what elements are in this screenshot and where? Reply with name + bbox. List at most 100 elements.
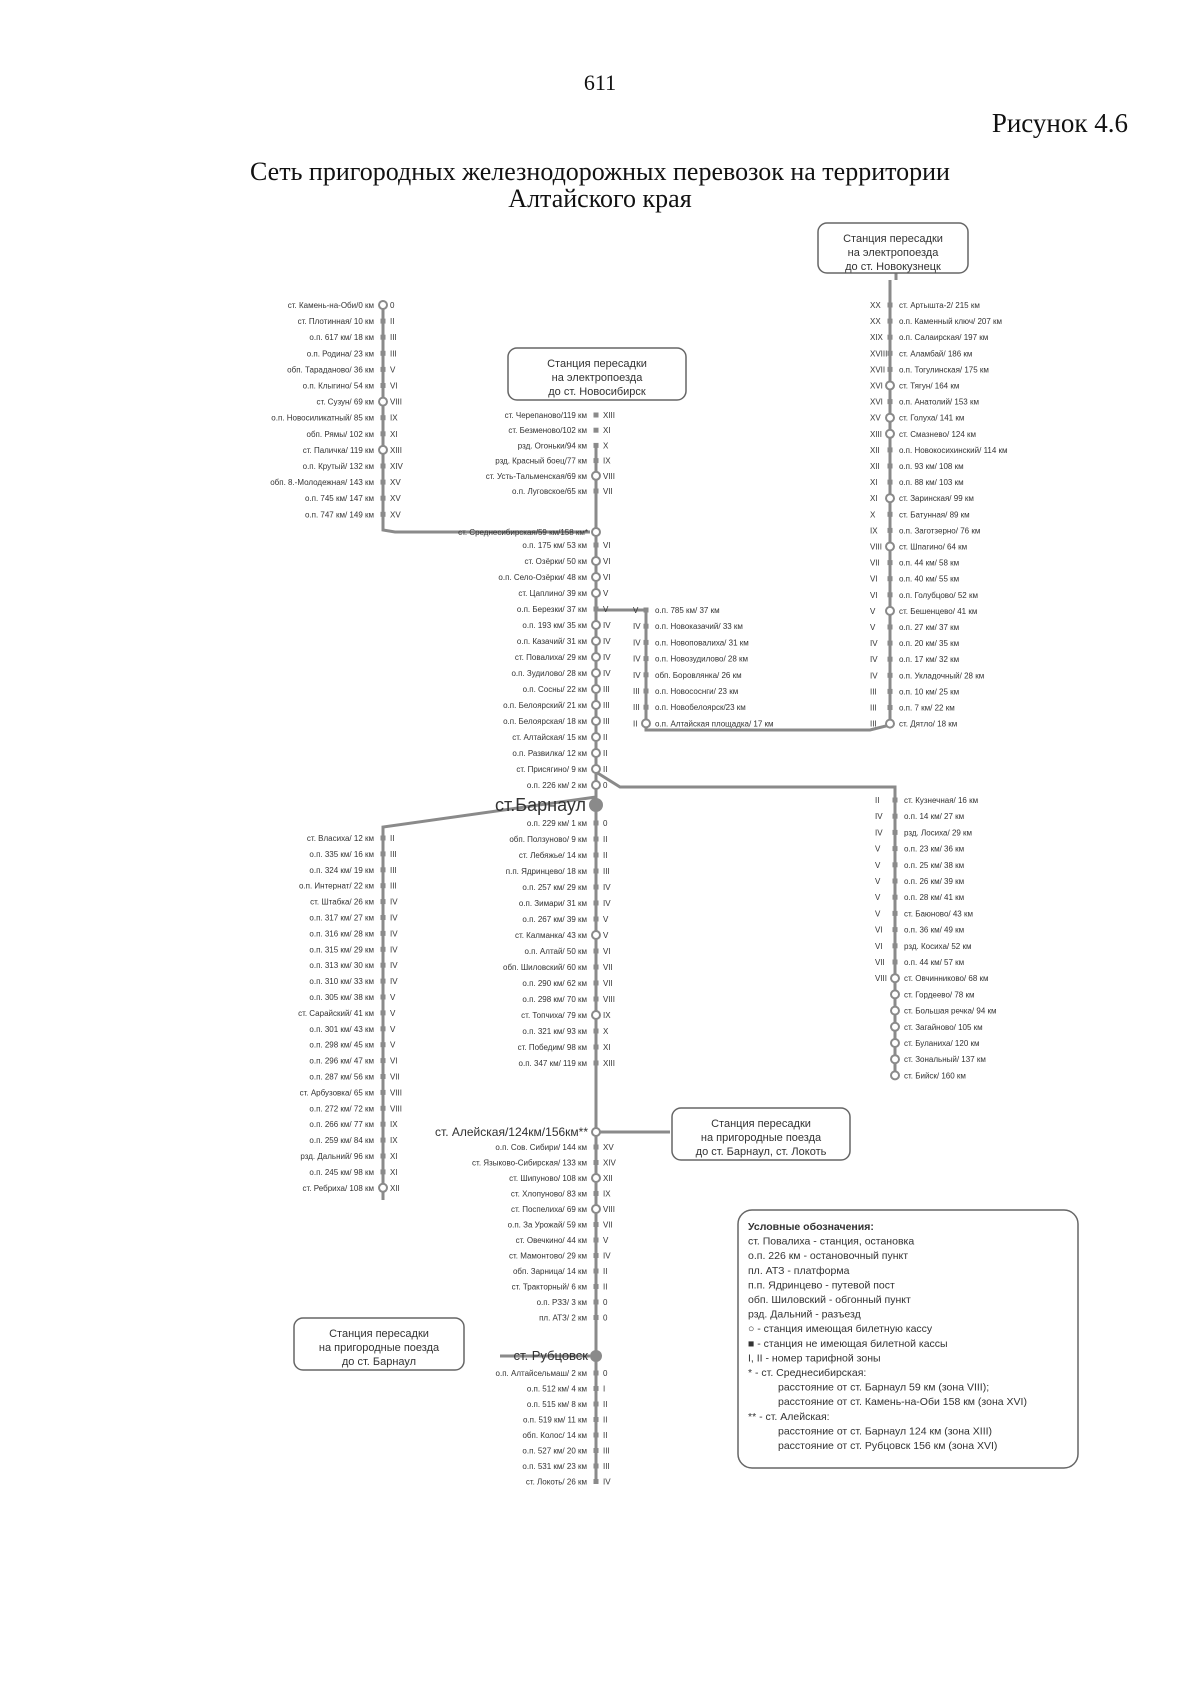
trunk_north-station-marker	[591, 684, 601, 694]
rubtsovsk_north-zone-label: 0	[603, 1314, 608, 1323]
trunk_north-station-marker	[591, 748, 601, 758]
cherepanovo-station-marker	[593, 458, 599, 464]
rebrikha-station-label: о.п. 266 км/ 77 км	[309, 1120, 374, 1129]
artyshta-zone-label: XX	[870, 317, 881, 326]
artyshta-station-label: ст. Батунная/ 89 км	[899, 510, 970, 519]
biysk-station-label: о.п. 28 км/ 41 км	[904, 893, 964, 902]
aleysk-station-marker	[593, 948, 599, 954]
kamen-zone-label: XV	[390, 494, 401, 503]
rebrikha-station-marker	[380, 1105, 386, 1111]
rebrikha-zone-label: IV	[390, 961, 398, 970]
biysk-station-label: рзд. Лосиха/ 29 км	[904, 828, 972, 837]
aleysk-station-marker	[593, 852, 599, 858]
lokot-station-marker	[593, 1479, 599, 1484]
artyshta-zone-label: VII	[870, 559, 880, 568]
barnaul-hub-label: ст.Барнаул	[495, 795, 586, 815]
artyshta-station-marker	[885, 428, 895, 439]
legend-line: о.п. 226 км - остановочный пункт	[748, 1250, 908, 1262]
kamen-station-marker	[380, 366, 386, 372]
artyshta-zone-label: III	[870, 687, 877, 696]
novokuznetsk-transfer-box-text: на электропоезда	[848, 247, 940, 259]
kamen-zone-label: III	[390, 333, 397, 342]
biysk-station-label: ст. Зональный/ 137 км	[904, 1055, 986, 1064]
lokot-zone-label: 0	[603, 1369, 608, 1378]
rubtsovsk_north-station-label: пл. АТЗ/ 2 км	[539, 1314, 587, 1323]
rubtsovsk_north-station-marker	[591, 1173, 601, 1183]
aleyskaya-hub-label: ст. Алейская/124км/156км**	[435, 1125, 588, 1139]
ploshchadka-zone-label: IV	[633, 622, 641, 631]
trunk_north-zone-label: IV	[603, 621, 611, 630]
biysk-zone-label: V	[875, 893, 881, 902]
rubtsovsk_north-station-marker	[593, 1268, 599, 1274]
legend-line: расстояние от ст. Рубцовск 156 км (зона …	[778, 1440, 997, 1452]
aleysk-zone-label: IV	[603, 899, 611, 908]
legend-box	[737, 1209, 1079, 1469]
rebrikha-station-label: ст. Штабка/ 26 км	[310, 898, 374, 907]
aleysk-station-marker	[593, 836, 599, 842]
biysk-station-marker	[892, 910, 898, 916]
artyshta-station-marker	[885, 380, 895, 391]
rubtsovsk_north-zone-label: II	[603, 1283, 607, 1292]
lokot-zone-label: I	[603, 1385, 605, 1394]
kamen-station-marker	[378, 396, 388, 407]
biysk-zone-label: V	[875, 845, 881, 854]
trunk_north-station-marker	[593, 606, 599, 612]
aleysk-station-label: ст. Лебяжье/ 14 км	[519, 851, 587, 860]
cherepanovo-station-label: рзд. Красный боец/77 км	[495, 457, 587, 466]
rebrikha-station-label: о.п. 316 км/ 28 км	[309, 929, 374, 938]
rebrikha-station-marker	[380, 1153, 386, 1159]
kamen-station-marker	[380, 511, 386, 517]
artyshta-station-label: ст. Голуха/ 141 км	[899, 414, 964, 423]
artyshta-station-marker	[887, 479, 893, 485]
kamen-station-label: о.п. 745 км/ 147 км	[305, 494, 374, 503]
artyshta-zone-label: XVII	[870, 365, 885, 374]
artyshta-station-label: о.п. 88 км/ 103 км	[899, 478, 964, 487]
artyshta-station-marker	[887, 447, 893, 453]
novosibirsk-transfer-box-text: на электропоезда	[552, 372, 644, 384]
trunk_north-station-label: о.п. Белоярский/ 21 км	[503, 701, 587, 710]
aleysk-station-marker	[593, 916, 599, 922]
biysk-line	[595, 770, 897, 1075]
aleysk-station-label: обп. Шиловский/ 60 км	[503, 963, 587, 972]
artyshta-zone-label: IV	[870, 655, 878, 664]
rebrikha-station-label: о.п. 245 км/ 98 км	[309, 1168, 374, 1177]
rebrikha-station-label: о.п. 305 км/ 38 км	[309, 993, 374, 1002]
aleysk-station-marker	[593, 868, 599, 874]
kamen-zone-label: XV	[390, 510, 401, 519]
artyshta-station-label: о.п. 7 км/ 22 км	[899, 704, 955, 713]
ploshchadka-zone-label: IV	[633, 671, 641, 680]
lokot-station-marker	[593, 1463, 599, 1469]
aleysk-station-label: п.п. Ядринцево/ 18 км	[506, 867, 587, 876]
rebrikha-station-label: рзд. Дальний/ 96 км	[300, 1152, 374, 1161]
trunk_north-station-label: о.п. 226 км/ 2 км	[527, 781, 587, 790]
legend-line: ■ - станция не имеющая билетной кассы	[748, 1338, 948, 1350]
rebrikha-zone-label: V	[390, 1041, 396, 1050]
trunk_north-station-label: о.п. Сосны/ 22 км	[523, 685, 587, 694]
rebrikha-station-marker	[380, 1058, 386, 1064]
rubtsovsk_north-station-marker	[591, 1204, 601, 1214]
rebrikha-station-marker	[380, 930, 386, 936]
aleysk-station-label: о.п. 347 км/ 119 км	[519, 1059, 587, 1068]
biysk-station-label: ст. Гордеево/ 78 км	[904, 990, 974, 999]
rebrikha-station-marker	[380, 899, 386, 905]
ploshchadka-station-label: о.п. Новобелоярск/23 км	[655, 703, 746, 712]
rebrikha-station-marker	[380, 867, 386, 873]
artyshta-station-marker	[887, 560, 893, 566]
kamen-zone-label: VI	[390, 382, 398, 391]
rubtsovsk_north-station-label: ст. Овечкино/ 44 км	[516, 1236, 587, 1245]
artyshta-zone-label: XII	[870, 462, 880, 471]
rubtsovsk_north-station-label: ст. Хлопуново/ 83 км	[511, 1190, 587, 1199]
artyshta-station-label: ст. Аламбай/ 186 км	[899, 349, 972, 358]
kamen-station-marker	[378, 444, 388, 455]
rebrikha-station-marker	[380, 962, 386, 968]
aleysk-zone-label: VII	[603, 963, 613, 972]
artyshta-zone-label: X	[870, 510, 876, 519]
ploshchadka-station-marker	[643, 704, 649, 710]
rubtsovsk_north-station-label: обп. Зарница/ 14 км	[513, 1267, 587, 1276]
rebrikha-station-marker	[380, 915, 386, 920]
rubtsovsk_north-zone-label: IV	[603, 1252, 611, 1261]
artyshta-station-marker	[887, 318, 893, 324]
ploshchadka-station-marker	[643, 607, 649, 613]
biysk-station-label: ст. Буланиха/ 120 км	[904, 1039, 980, 1048]
